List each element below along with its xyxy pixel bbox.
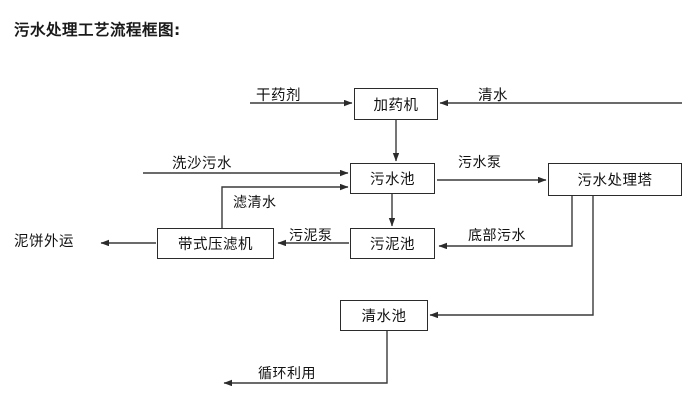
edge-clear-water-pool-to-recycle: [223, 331, 388, 387]
label-sand-wash-sewage: 洗沙污水: [172, 156, 232, 172]
edge-tower-to-clear-water-pool: [429, 196, 594, 319]
edge-tower-bottom-to-sludge-pool: [438, 196, 573, 250]
node-clear-water-pool[interactable]: 清水池: [340, 300, 428, 331]
node-wastewater-pool[interactable]: 污水池: [350, 163, 435, 194]
label-bottom-sewage: 底部污水: [468, 228, 526, 244]
page-title: 污水处理工艺流程框图:: [14, 21, 181, 39]
label-sludge-pump: 污泥泵: [289, 228, 333, 244]
node-treatment-tower[interactable]: 污水处理塔: [548, 163, 682, 196]
node-sludge-pool-label: 污泥池: [370, 237, 415, 253]
node-treatment-tower-label: 污水处理塔: [577, 173, 653, 189]
label-clean-water: 清水: [478, 88, 508, 104]
edge-filtrate-to-wastewater-pool: [221, 183, 349, 228]
label-filtrate: 滤清水: [233, 195, 277, 211]
label-dry-chemical: 干药剂: [256, 88, 301, 104]
node-belt-filter-press-label: 带式压滤机: [178, 237, 253, 253]
label-sewage-pump: 污水泵: [458, 155, 502, 171]
label-mud-cake-transport: 泥饼外运: [14, 234, 74, 250]
node-wastewater-pool-label: 污水池: [370, 172, 415, 188]
node-sludge-pool[interactable]: 污泥池: [350, 228, 435, 259]
node-dosing-machine-label: 加药机: [373, 97, 419, 114]
label-recycle: 循环利用: [258, 366, 316, 382]
node-clear-water-pool-label: 清水池: [361, 309, 407, 325]
node-belt-filter-press[interactable]: 带式压滤机: [157, 228, 274, 259]
node-dosing-machine[interactable]: 加药机: [354, 88, 438, 120]
